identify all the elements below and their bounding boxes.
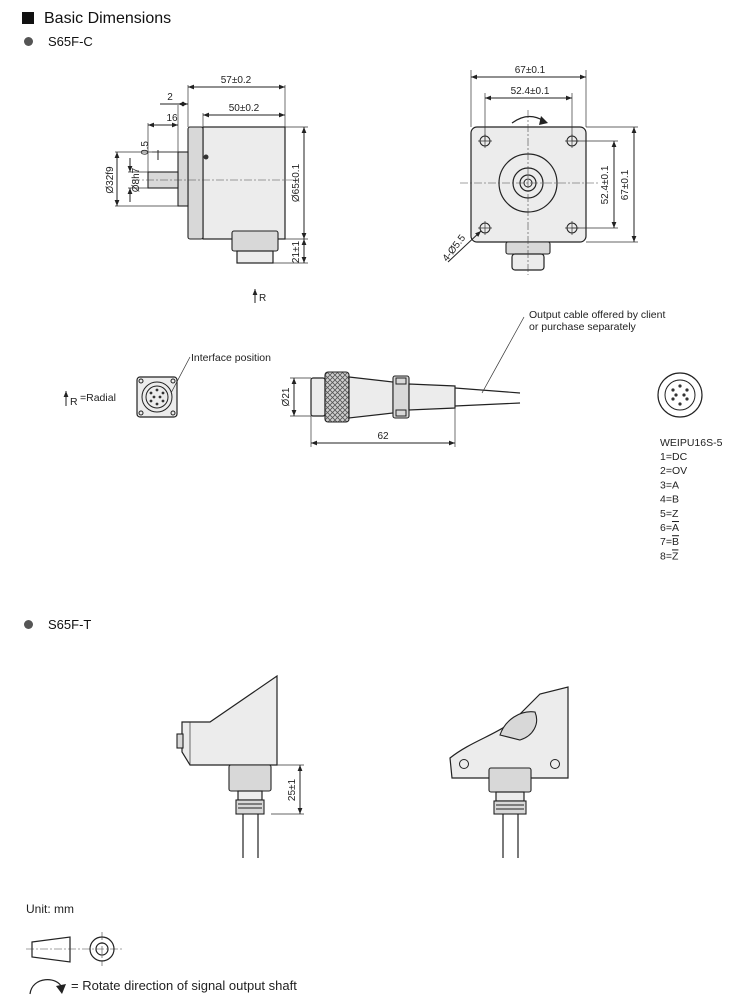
spigot [177,151,189,207]
dim-0-5: 0.5 [140,141,151,155]
dim-62: 62 [377,431,389,442]
pin-assignment: 3=A [660,479,679,491]
radial-label: =Radial [80,392,116,404]
connector-nut [231,230,279,252]
plug-cable-view: Ø21 62 Output cable offered by client or… [281,309,665,447]
connector-model: WEIPU16S-5 [660,437,723,449]
dim-dia65: Ø65±0.1 [291,163,302,202]
pin-signal: A [672,479,679,491]
dim-h67: 67±0.1 [620,169,631,200]
dim-57: 57±0.2 [221,75,252,86]
model-c-label: S65F-C [24,34,93,49]
pin-number: 7= [660,536,672,548]
t-side-view: 25±1 [176,674,304,858]
pin-assignment: 8=Z [660,550,679,562]
pin-signal: Z [672,550,679,562]
encoder-body [202,126,286,240]
pin-signal: DC [672,451,688,463]
pin-signal: B [672,536,679,548]
radial-r: R [70,396,78,408]
pin-assignment: 1=DC [660,451,688,463]
dim-dia21: Ø21 [281,387,292,406]
bullet-icon [24,37,33,46]
pin-number: 2= [660,465,672,477]
rotate-direction-icon [29,979,66,995]
dim-dia8: Ø8h7 [131,167,142,192]
connector-plug [236,250,274,264]
interface-label: Interface position [191,352,271,364]
pin-signal: Z [672,508,679,520]
dim-w52: 52.4±0.1 [511,86,550,97]
dim-21: 21±1 [291,240,302,263]
heading-square-icon [22,12,34,24]
screw [203,154,209,160]
pin-number: 6= [660,522,672,534]
dim-50: 50±0.2 [229,103,260,114]
front-view: 67±0.1 52.4±0.1 52.4±0.1 67±0.1 4-Ø5.5 [441,65,638,275]
model-t-label: S65F-T [24,617,91,632]
pin-number: 3= [660,479,672,491]
bullet-icon [24,620,33,629]
pin-number: 4= [660,494,672,506]
connector-front-view: Interface position R =Radial [63,352,271,418]
pin-list: 1=DC2=OV3=A4=B5=Z6=A7=B8=Z [660,451,688,562]
pin-assignment: 4=B [660,494,679,506]
encoder-flange [187,126,204,240]
footer: Unit: mm = Rotate direction of signal ou… [26,902,297,995]
rotate-legend: = Rotate direction of signal output shaf… [71,978,297,993]
model-c-text: S65F-C [48,34,93,49]
pin-signal: B [672,494,679,506]
pin-signal: A [672,522,679,534]
pin-assignment: 5=Z [660,508,679,520]
section-heading: Basic Dimensions [22,10,171,28]
cable-note-line1: Output cable offered by client [529,309,665,321]
pin-assignment: 2=OV [660,465,687,477]
pin-number: 8= [660,550,672,562]
dim-16: 16 [166,113,178,124]
dim-h52: 52.4±0.1 [600,165,611,204]
dim-2: 2 [167,92,173,103]
pin-assignment: 6=A [660,522,679,534]
pin-number: 1= [660,451,672,463]
model-t-text: S65F-T [48,617,92,632]
projection-symbol-icon [26,932,122,966]
pin-assignment: 7=B [660,536,679,548]
pin-signal: OV [672,465,687,477]
dim-w67: 67±0.1 [515,65,546,76]
t-front-view [449,686,569,858]
unit-label: Unit: mm [26,902,74,916]
dim-25: 25±1 [287,778,298,801]
pin-diagram: WEIPU16S-5 1=DC2=OV3=A4=B5=Z6=A7=B8=Z [657,372,723,562]
side-view: 57±0.2 50±0.2 2 16 0.5 Ø32f9 Ø8h7 Ø65±0.… [105,75,308,304]
dim-holes: 4-Ø5.5 [441,233,469,264]
heading-text: Basic Dimensions [44,10,172,27]
r-label: R [259,293,266,304]
cable-note-line2: or purchase separately [529,321,637,333]
pin-number: 5= [660,508,672,520]
dim-dia32: Ø32f9 [105,166,116,194]
